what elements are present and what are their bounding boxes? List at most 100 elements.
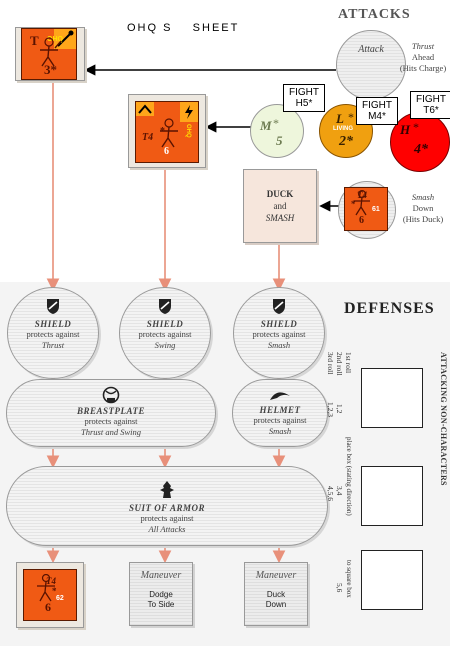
fight-circle-h-num: 4*	[414, 142, 428, 157]
mace-icon	[57, 30, 74, 47]
fight-label-line2: M4*	[368, 111, 386, 122]
breastplate-pill[interactable]: BREASTPLATE protects against Thrust and …	[6, 379, 216, 447]
fight-circle-l-letter: L	[336, 111, 344, 126]
roll-label-3: 3rd roll	[326, 352, 335, 375]
main-counter[interactable]: T OHQ 3*	[21, 28, 77, 80]
breastplate-name: BREASTPLATE	[76, 406, 146, 416]
fight-circle-l-num: 2*	[339, 134, 353, 149]
sheet-title: OHQ S SHEET	[127, 22, 240, 34]
fight-circle-m-num: 5	[276, 133, 283, 148]
thrust-desc-line1: Thrust	[411, 41, 435, 51]
maneuver-line1: Dodge	[149, 590, 173, 599]
counter-number: 62	[56, 595, 64, 602]
shield-line1: protects against	[252, 329, 306, 339]
fight-circle-m-star: *	[273, 116, 279, 130]
armor-name: SUIT OF ARMOR	[128, 503, 206, 513]
fight-circle-h-star: *	[413, 120, 419, 134]
shield-name: SHIELD	[146, 319, 184, 329]
fight-label-t6[interactable]: FIGHT T6*	[410, 91, 450, 119]
counter-star: *	[351, 199, 356, 209]
smash-desc-line2: Down	[412, 203, 434, 213]
range-1-2: 1,2	[335, 404, 344, 414]
maneuver-duck-box[interactable]: Maneuver Duck Down	[244, 562, 308, 626]
range-3-4: 3,4	[335, 486, 344, 496]
shield-line1: protects against	[26, 329, 80, 339]
fight-circle-h-letter: H	[400, 122, 411, 137]
helmet-line1: protects against	[253, 415, 307, 425]
shield-line1: protects against	[138, 329, 192, 339]
bottom-counter[interactable]: T4 * 62 6	[23, 569, 77, 621]
attack-thrust-circle[interactable]	[336, 30, 406, 100]
suit-of-armor-pill[interactable]: SUIT OF ARMOR protects against All Attac…	[6, 466, 328, 546]
counter-tag-text: OHQ	[47, 36, 63, 43]
helmet-pill[interactable]: HELMET protects against Smash	[232, 379, 328, 447]
shield-line2: Thrust	[41, 340, 65, 350]
shield-icon	[47, 299, 59, 314]
armor-icon	[160, 481, 174, 498]
roll-label-2: 2nd roll	[335, 352, 344, 376]
smash-desc-line1: Smash	[411, 192, 435, 202]
maneuver-title: Maneuver	[140, 570, 182, 581]
shield-name: SHIELD	[260, 319, 298, 329]
range-1-2-3: 1,2,3	[326, 402, 335, 417]
fight-label-line1: FIGHT	[416, 94, 446, 105]
defenses-title: DEFENSES	[344, 300, 435, 317]
counter-top: T	[30, 33, 39, 48]
fight-label-line2: T6*	[423, 105, 439, 116]
character-figure-icon	[354, 190, 370, 216]
fight-label-line2: H5*	[295, 98, 313, 109]
counter-number: 61	[372, 206, 380, 213]
character-figure-icon	[37, 574, 55, 602]
shield-swing-circle[interactable]: SHIELD protects against Swing	[119, 287, 211, 379]
square-box-text: to square box	[345, 560, 353, 598]
counter-top: T4	[46, 576, 56, 586]
helmet-line2: Smash	[268, 426, 292, 436]
smash-counter[interactable]: T4 * 61 6	[344, 187, 388, 231]
counter-star: *	[160, 126, 165, 137]
range-4-5-6: 4,5,6	[326, 486, 335, 501]
lightning-icon	[185, 105, 193, 119]
shield-smash-circle[interactable]: SHIELD protects against Smash	[233, 287, 325, 379]
thrust-desc-line2: Ahead	[411, 52, 435, 62]
duck-line2: and	[273, 201, 287, 211]
fight-circle-m[interactable]	[250, 104, 304, 158]
fight-circle-h[interactable]	[390, 112, 450, 172]
maneuver-line1: Duck	[266, 590, 286, 599]
breastplate-icon	[102, 386, 120, 404]
place-box-text: place box (stating direction)	[345, 437, 353, 516]
maneuver-title: Maneuver	[255, 570, 297, 581]
thrust-desc-line3: (Hits Charge)	[399, 63, 447, 73]
non-character-box-3[interactable]	[361, 550, 423, 610]
armor-line2: All Attacks	[148, 524, 186, 534]
helmet-icon	[270, 392, 290, 400]
shield-thrust-circle[interactable]: SHIELD protects against Thrust	[7, 287, 99, 379]
fight-label-h5[interactable]: FIGHT H5*	[283, 84, 325, 112]
character-figure-icon	[160, 118, 178, 148]
attacks-title: ATTACKS	[338, 7, 411, 22]
smash-description: Smash Down (Hits Duck)	[396, 192, 450, 225]
counter-bottom: 6	[164, 146, 169, 157]
counter-top: T4	[357, 190, 367, 200]
breastplate-line1: protects against	[84, 416, 138, 426]
attack-circle-label: Attack	[358, 44, 384, 55]
maneuver-line2: To Side	[147, 600, 175, 609]
breastplate-line2: Thrust and Swing	[81, 427, 141, 437]
armor-line1: protects against	[140, 513, 194, 523]
non-character-box-1[interactable]	[361, 368, 423, 428]
fight-label-m4[interactable]: FIGHT M4*	[356, 97, 398, 125]
maneuver-dodge-box[interactable]: Maneuver Dodge To Side	[129, 562, 193, 626]
shield-name: SHIELD	[34, 319, 72, 329]
smash-desc-line3: (Hits Duck)	[402, 214, 444, 224]
duck-smash-box[interactable]: DUCK and SMASH	[243, 169, 317, 243]
duck-line3: SMASH	[265, 213, 295, 223]
non-character-box-2[interactable]	[361, 466, 423, 526]
range-5-6: 5,6	[335, 583, 344, 593]
non-characters-title: ATTACKING NON-CHARACTERS	[439, 352, 448, 486]
character-figure-icon	[40, 37, 62, 67]
fight-circle-l-sub: LIVING	[333, 126, 354, 132]
chevron-up-icon	[138, 104, 152, 114]
fight-label-line1: FIGHT	[289, 87, 319, 98]
mid-counter[interactable]: T4 * OHQ 6	[135, 101, 199, 163]
shield-line2: Smash	[267, 340, 291, 350]
counter-bottom: 3*	[44, 62, 57, 77]
